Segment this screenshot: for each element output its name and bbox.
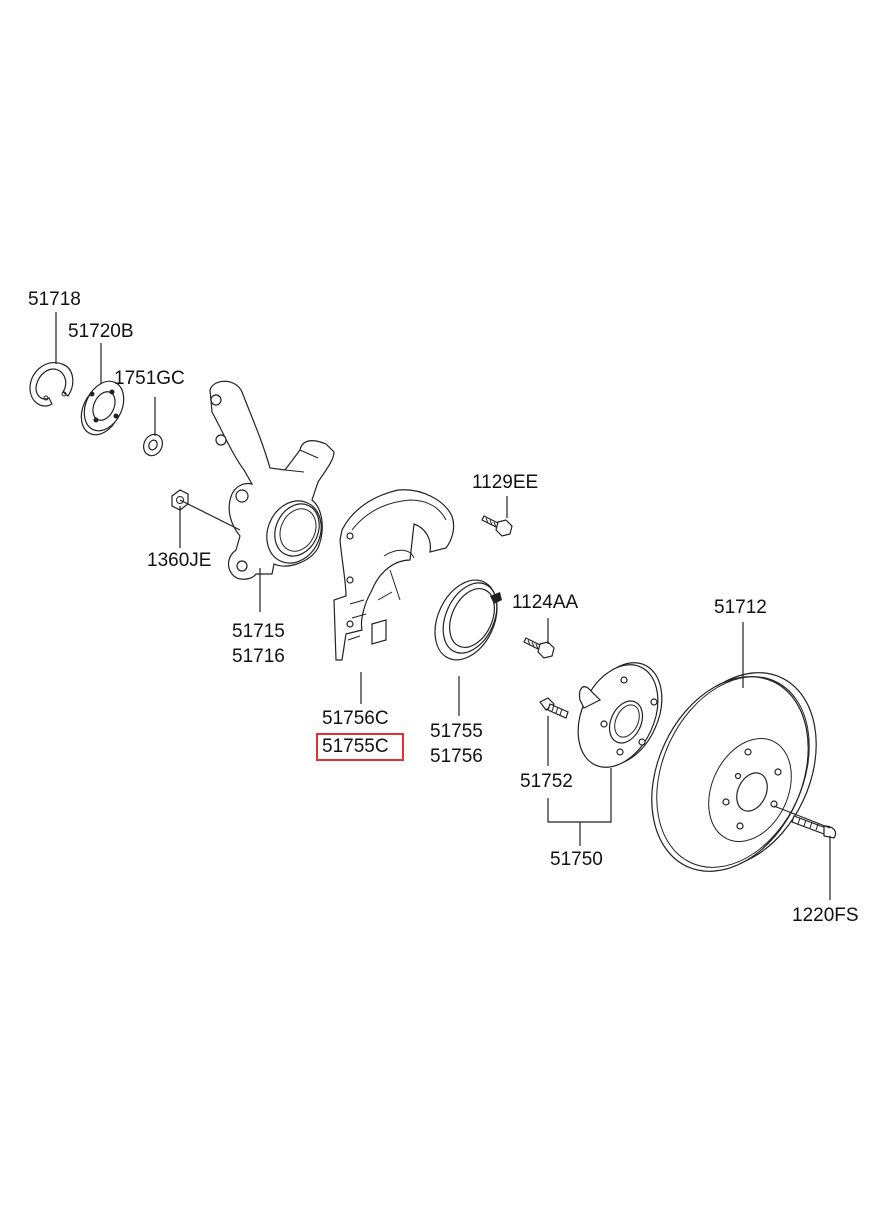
label-51756c[interactable]: 51756C — [322, 708, 389, 729]
label-1129ee[interactable]: 1129EE — [472, 472, 539, 493]
steering-knuckle-part — [209, 380, 335, 580]
brake-disc-part — [651, 672, 817, 872]
seal-ring-part — [434, 579, 502, 661]
label-51712[interactable]: 51712 — [714, 597, 767, 618]
leader-lines — [55, 312, 831, 900]
highlight-box — [316, 733, 404, 761]
label-51720b[interactable]: 51720B — [68, 321, 134, 342]
label-51752[interactable]: 51752 — [520, 771, 573, 792]
wheel-hub-part — [577, 662, 663, 768]
label-1124aa[interactable]: 1124AA — [512, 592, 579, 613]
wheel-stud-part — [539, 697, 569, 719]
label-51715[interactable]: 51715 — [232, 621, 285, 642]
snap-ring-part — [29, 362, 74, 407]
bolt-1124aa-part — [523, 637, 555, 659]
dust-cover-part — [333, 489, 455, 661]
label-51716[interactable]: 51716 — [232, 646, 285, 667]
label-1751gc[interactable]: 1751GC — [114, 368, 185, 389]
washer-part — [143, 433, 163, 457]
bolt-1129ee-part — [481, 515, 513, 537]
bearing-part — [80, 380, 125, 436]
screw-part — [791, 815, 837, 839]
label-51718[interactable]: 51718 — [28, 289, 81, 310]
label-51756[interactable]: 51756 — [430, 746, 483, 767]
label-1220fs[interactable]: 1220FS — [792, 905, 859, 926]
label-51755c[interactable]: 51755C — [322, 736, 389, 757]
label-1360je[interactable]: 1360JE — [147, 550, 212, 571]
label-51755[interactable]: 51755 — [430, 721, 483, 742]
label-51750[interactable]: 51750 — [550, 849, 603, 870]
